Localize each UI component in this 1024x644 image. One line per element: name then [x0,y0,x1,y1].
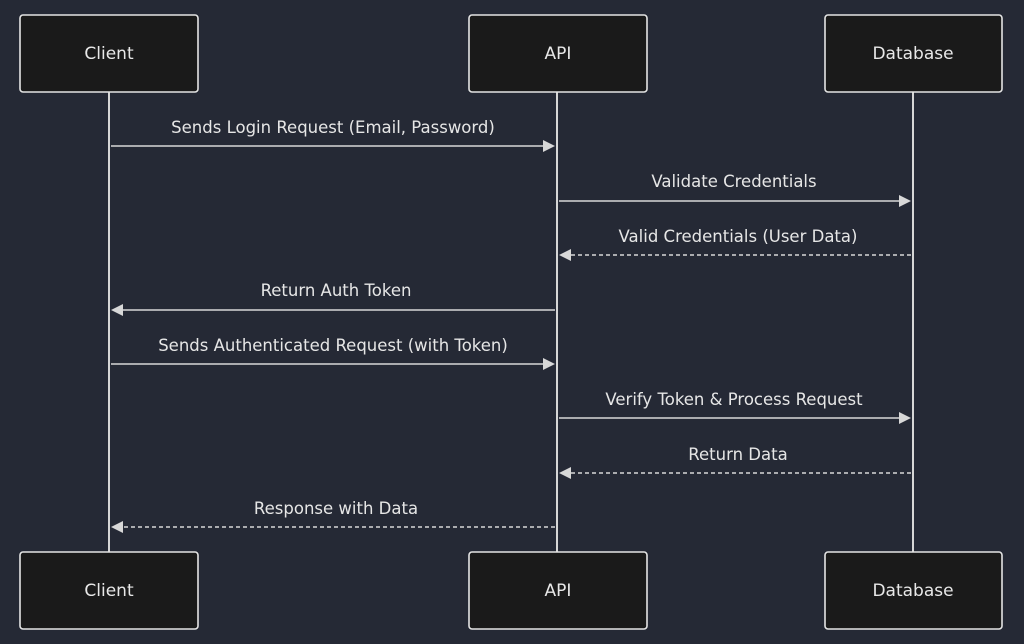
arrowhead-icon [111,304,123,316]
actor-box-top-client: Client [19,14,199,93]
message-label: Response with Data [254,499,418,518]
message-1: Sends Login Request (Email, Password) [111,118,555,152]
message-label: Return Data [688,445,787,464]
actor-label-top-database: Database [872,44,953,64]
actor-box-top-database: Database [824,14,1003,93]
actor-box-bottom-client: Client [19,551,199,630]
message-label: Sends Login Request (Email, Password) [171,118,495,137]
actor-label-top-api: API [545,44,572,64]
actor-label-bottom-database: Database [872,581,953,601]
actor-box-top-api: API [468,14,648,93]
message-3: Valid Credentials (User Data) [559,227,911,261]
message-label: Sends Authenticated Request (with Token) [158,336,508,355]
message-label: Validate Credentials [651,172,816,191]
arrowhead-icon [559,467,571,479]
message-4: Return Auth Token [111,281,555,316]
message-5: Sends Authenticated Request (with Token) [111,336,555,370]
message-6: Verify Token & Process Request [559,390,911,424]
actor-label-bottom-api: API [545,581,572,601]
message-7: Return Data [559,445,911,479]
arrowhead-icon [543,140,555,152]
arrowhead-icon [899,195,911,207]
message-2: Validate Credentials [559,172,911,207]
actor-label-bottom-client: Client [84,581,134,601]
message-label: Return Auth Token [261,281,412,300]
message-8: Response with Data [111,499,555,533]
arrowhead-icon [899,412,911,424]
arrowhead-icon [559,249,571,261]
actor-label-top-client: Client [84,44,134,64]
arrowhead-icon [111,521,123,533]
actor-box-bottom-api: API [468,551,648,630]
arrowhead-icon [543,358,555,370]
message-label: Verify Token & Process Request [605,390,863,409]
message-label: Valid Credentials (User Data) [619,227,858,246]
actor-box-bottom-database: Database [824,551,1003,630]
